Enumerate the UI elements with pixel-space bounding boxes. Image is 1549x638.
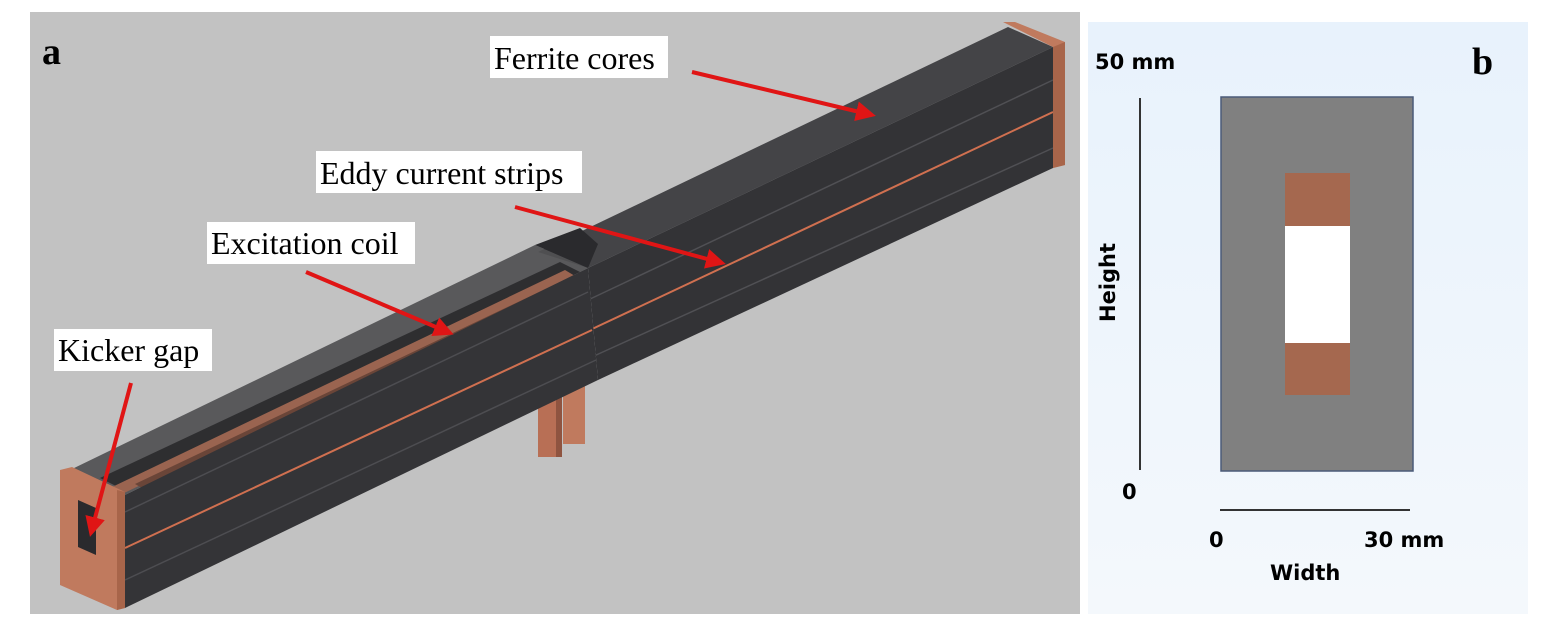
ferrite-seam [124,359,597,581]
panel-b-letter: b [1472,41,1493,83]
ferrite-cores-right-section [538,22,1065,380]
copper-strip-top [1285,173,1350,226]
ferrite-step-block [535,228,598,268]
panel-a: a Ferrite cores Eddy current strips Exci… [30,12,1080,614]
height-min-label: 0 [1122,480,1137,504]
label-kicker-gap-text: Kicker gap [58,332,199,368]
label-ferrite-cores-text: Ferrite cores [494,40,655,76]
ferrite-seam [587,79,1054,301]
ferrite-seam [124,291,589,513]
panel-a-letter: a [42,31,61,73]
label-background [207,222,415,264]
width-max-label: 30 mm [1364,528,1444,552]
label-excitation-coil: Excitation coil [207,222,415,264]
arrow-eddy-current-strips [514,205,726,269]
label-kicker-gap: Kicker gap [54,329,212,371]
copper-support-leg [538,395,560,457]
height-max-label: 50 mm [1095,50,1175,74]
copper-end-plate-left-edge [117,490,125,610]
panel-b: b 50 mm 0 Height 0 30 mm Width [1088,22,1528,614]
eddy-current-strip-left [124,329,593,549]
excitation-coil-channel [100,262,580,488]
label-eddy-current-strips: Eddy current strips [316,151,582,193]
arrow-ferrite-cores [691,70,876,122]
copper-end-plate-right-edge [1053,42,1065,168]
width-min-label: 0 [1209,528,1224,552]
aperture [1285,226,1350,343]
ferrite-seam [593,147,1054,357]
label-background [316,151,582,193]
label-eddy-current-strips-text: Eddy current strips [320,155,564,191]
width-axis-title: Width [1270,561,1340,585]
ferrite-front-face-right [588,47,1053,380]
label-ferrite-cores: Ferrite cores [490,36,668,78]
label-excitation-coil-text: Excitation coil [211,225,399,261]
height-axis-title: Height [1096,243,1120,322]
arrow-kicker-gap [85,382,133,537]
ferrite-cores-left-section [60,228,598,610]
arrow-excitation-coil [305,270,454,336]
copper-support-shadow [556,395,562,457]
excitation-coil [110,270,575,494]
label-background [490,36,668,78]
eddy-current-strip-right [589,111,1054,331]
ferrite-top-face-right [538,27,1053,268]
copper-strip-bottom [1285,343,1350,395]
label-background [54,329,212,371]
